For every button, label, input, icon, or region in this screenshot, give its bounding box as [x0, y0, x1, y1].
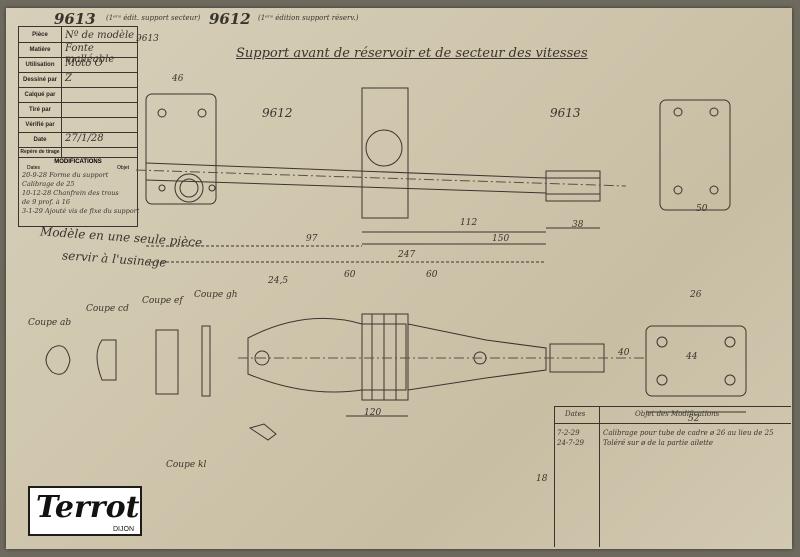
mod-right-text-2: Toléré sur ø de la partie ailette [603, 439, 714, 447]
modifications-right-header: Dates Objet des Modifications [555, 407, 791, 424]
section-gh-label: Coupe gh [194, 290, 238, 300]
mod-line: 10-12-28 Chanfrein des trous [22, 189, 119, 197]
modifications-right-box: Dates Objet des Modifications 7-2-29 Cal… [554, 406, 791, 547]
drawing-title: Support avant de réservoir et de secteur… [236, 46, 588, 61]
mod-line: Calibrage de 25 [22, 180, 75, 188]
dim-60b: 60 [426, 270, 438, 280]
terrot-logo: Terrot DIJON [28, 486, 142, 536]
dim-24-5: 24,5 [268, 276, 289, 286]
title-row-calque: Calqué par [19, 87, 137, 103]
part-label-9613: 9613 [550, 106, 581, 120]
section-cd-label: Coupe cd [86, 304, 129, 314]
title-block-ref: 9613 [136, 34, 159, 44]
dim-18: 18 [536, 474, 548, 484]
dim-46: 46 [172, 74, 184, 84]
mod-line: 3-1-29 Ajouté vis de fixe du support [22, 207, 140, 215]
part-label-9612: 9612 [262, 106, 293, 120]
mod-line: de 9 prof. à 16 [22, 198, 70, 206]
title-row-verifie: Vérifié par [19, 117, 137, 133]
dim-44: 44 [686, 352, 698, 362]
technical-drawing [45, 87, 747, 441]
part-note-9612: (1ᵉʳᵉ édition support réserv.) [258, 14, 359, 22]
dim-247: 247 [398, 250, 416, 260]
mod-line: 20-9-28 Forme du support [22, 171, 109, 179]
section-ab-label: Coupe ab [28, 318, 72, 328]
mod-right-date-1: 7-2-29 [557, 429, 580, 437]
logo-brand: Terrot [36, 490, 140, 525]
dim-26: 26 [690, 290, 702, 300]
mod-right-text-1: Calibrage pour tube de cadre ø 26 au lie… [603, 429, 774, 437]
section-kl-label: Coupe kl [166, 460, 207, 470]
dim-150: 150 [492, 234, 510, 244]
dim-50: 50 [696, 204, 708, 214]
drawing-sheet: 9613 (1ᵉʳᵉ édit. support secteur) 9612 (… [6, 8, 792, 549]
dim-97: 97 [306, 234, 318, 244]
dim-52: 52 [688, 414, 700, 424]
logo-city: DIJON [113, 526, 134, 533]
part-note-9613: (1ᵉʳᵉ édit. support secteur) [106, 14, 201, 22]
part-number-9612: 9612 [209, 10, 251, 28]
title-row-tire: Tiré par [19, 102, 137, 118]
dim-60: 60 [344, 270, 356, 280]
modifications-left-title: MODIFICATIONS [54, 159, 102, 165]
dim-120: 120 [364, 408, 382, 418]
section-ef-label: Coupe ef [142, 296, 183, 306]
mod-right-date-2: 24-7-29 [557, 439, 584, 447]
dim-38: 38 [572, 220, 584, 230]
dim-40: 40 [618, 348, 630, 358]
title-row-repere: Repère de tirage [19, 147, 137, 157]
part-number-9613: 9613 [54, 10, 96, 28]
dim-112: 112 [460, 218, 478, 228]
